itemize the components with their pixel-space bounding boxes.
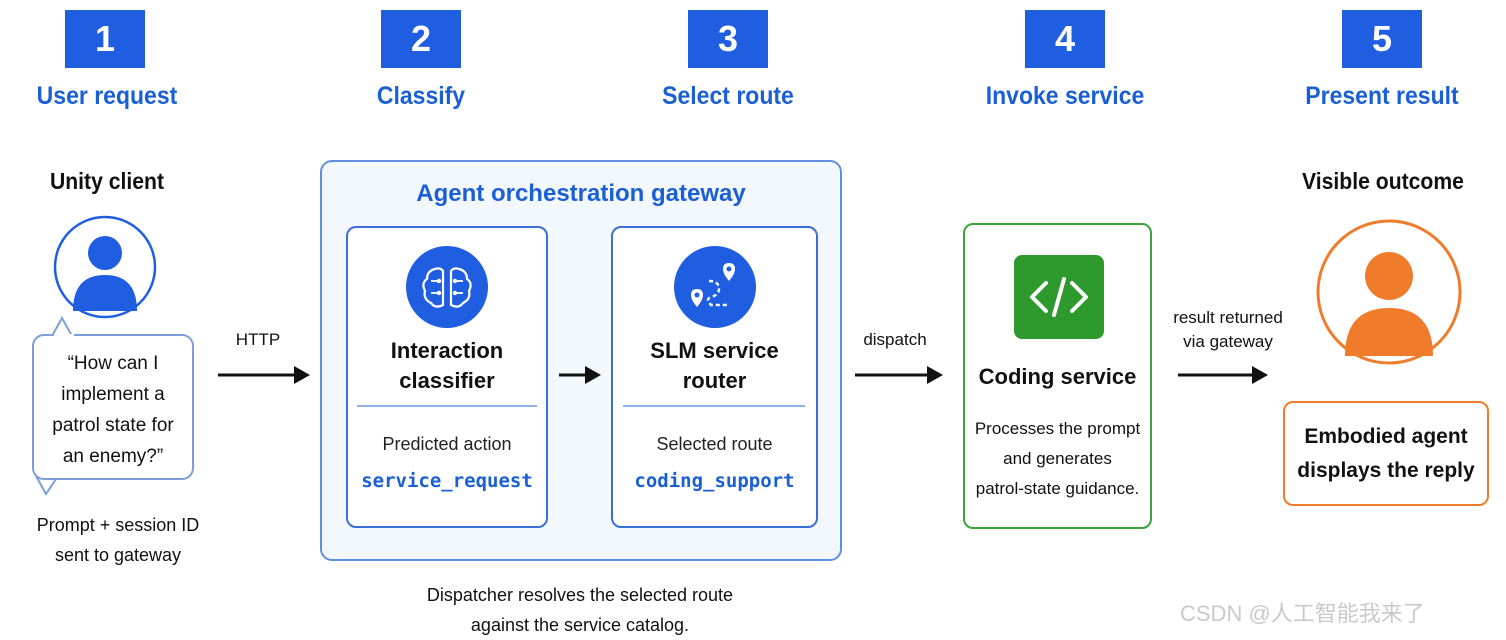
outcome-box: Embodied agent displays the reply: [1283, 401, 1489, 506]
classifier-divider: [357, 405, 537, 407]
router-title-line: router: [682, 368, 747, 393]
service-desc-line: Processes the prompt: [974, 419, 1141, 438]
service-desc-line: patrol-state guidance.: [975, 479, 1140, 498]
code-icon: [1014, 255, 1104, 339]
classifier-to-router-arrow: [559, 366, 601, 384]
bubble-line: “How can I: [67, 353, 159, 374]
client-caption: Prompt + session ID sent to gateway: [0, 510, 236, 570]
coding-service-desc: Processes the prompt and generates patro…: [963, 414, 1152, 504]
router-sub: Selected route: [656, 434, 773, 454]
unity-client-title: Unity client: [49, 168, 165, 194]
step-2-number: 2: [381, 10, 461, 68]
result-arrow: [1178, 366, 1268, 384]
visible-outcome-title: Visible outcome: [1302, 168, 1464, 194]
bubble-tail-cover: [54, 334, 74, 340]
result-label: result returned via gateway: [1160, 306, 1296, 354]
step-2-label: Classify: [376, 82, 466, 110]
step-4-label: Invoke service: [985, 82, 1145, 110]
step-1-label: User request: [36, 82, 178, 110]
service-desc-line: and generates: [1003, 449, 1112, 468]
client-avatar-icon: [53, 215, 157, 319]
outcome-line: displays the reply: [1297, 459, 1475, 482]
step-5-label: Present result: [1305, 82, 1459, 110]
prompt-bubble: “How can I implement a patrol state for …: [32, 334, 194, 480]
classifier-title-line: Interaction: [390, 338, 504, 363]
classifier-sub: Predicted action: [382, 434, 512, 454]
dispatch-arrow: [855, 366, 943, 384]
dispatch-label: dispatch: [863, 330, 927, 349]
step-5-number: 5: [1342, 10, 1422, 68]
agent-avatar-icon: [1315, 218, 1463, 366]
http-arrow: [218, 366, 310, 384]
bubble-line: implement a: [61, 384, 165, 405]
http-label: HTTP: [235, 330, 281, 349]
classifier-title-line: classifier: [399, 368, 495, 393]
brain-circuit-icon: [405, 245, 489, 329]
watermark: CSDN @人工智能我来了: [1180, 601, 1425, 626]
router-divider: [623, 405, 805, 407]
router-value: coding_support: [634, 470, 795, 492]
step-3-number: 3: [688, 10, 768, 68]
outcome-line: Embodied agent: [1304, 425, 1468, 448]
step-1-number: 1: [65, 10, 145, 68]
classifier-title: Interaction classifier: [346, 336, 548, 396]
caption-line: sent to gateway: [54, 545, 182, 565]
gateway-caption-line: against the service catalog.: [470, 615, 690, 635]
caption-line: Prompt + session ID: [36, 515, 200, 535]
result-label-line: result returned: [1173, 308, 1283, 327]
result-label-line: via gateway: [1183, 332, 1273, 351]
gateway-caption-line: Dispatcher resolves the selected route: [426, 585, 734, 605]
router-title: SLM service router: [611, 336, 818, 396]
coding-service-title: Coding service: [978, 364, 1137, 389]
router-title-line: SLM service: [650, 338, 779, 363]
route-pins-icon: [673, 245, 757, 329]
classifier-value: service_request: [361, 470, 533, 492]
gateway-title: Agent orchestration gateway: [416, 180, 746, 207]
step-3-label: Select route: [662, 82, 794, 110]
bubble-line: patrol state for: [52, 415, 174, 436]
step-4-number: 4: [1025, 10, 1105, 68]
bubble-line: an enemy?”: [62, 446, 164, 467]
gateway-caption: Dispatcher resolves the selected route a…: [380, 580, 780, 640]
